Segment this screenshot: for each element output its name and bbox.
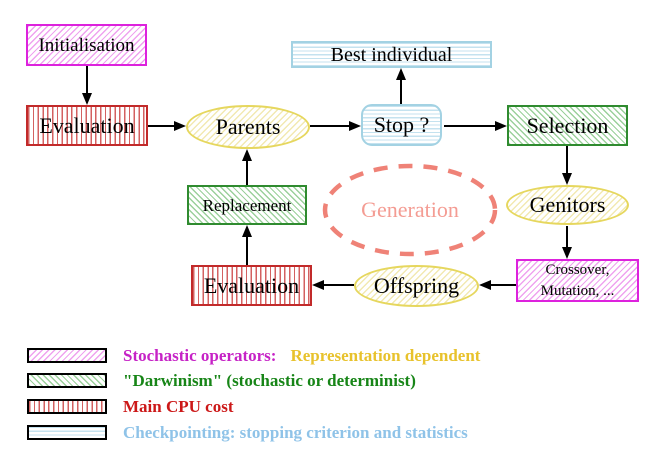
arrow-initialisation-evaluation-line — [86, 66, 88, 94]
crossover-line: Crossover, — [545, 262, 610, 279]
node-selection-label: Selection — [526, 112, 609, 138]
node-best-individual-label: Best individual — [330, 43, 453, 66]
arrow-parents-stop-line — [310, 125, 351, 127]
arrow-initialisation-evaluation-head — [82, 93, 92, 105]
arrow-crossover-offspring-head — [479, 280, 491, 290]
node-crossover-mutation-label: Crossover, Mutation, ... — [541, 260, 615, 301]
node-evaluation-top: Evaluation — [26, 105, 148, 146]
generation-dashed-ellipse-icon — [322, 163, 498, 257]
node-crossover-mutation: Crossover, Mutation, ... — [516, 259, 639, 302]
node-replacement-label: Replacement — [202, 195, 292, 215]
node-genitors: Genitors — [506, 185, 629, 225]
node-parents-label: Parents — [215, 114, 281, 139]
arrow-genitors-crossover-line — [566, 226, 568, 248]
node-best-individual: Best individual — [291, 41, 492, 68]
arrow-selection-genitors-head — [562, 173, 572, 185]
arrow-stop-best-individual-line — [400, 80, 402, 104]
legend-label-darwinism: "Darwinism" (stochastic or determinist) — [123, 370, 416, 390]
arrow-parents-stop-head — [349, 121, 361, 131]
node-parents: Parents — [186, 105, 310, 149]
node-initialisation: Initialisation — [26, 24, 147, 66]
node-initialisation-label: Initialisation — [38, 34, 135, 56]
mutation-line: Mutation, ... — [540, 282, 615, 299]
arrow-evaluation-parents-head — [174, 121, 186, 131]
legend-item-checkpointing: Checkpointing: stopping criterion and st… — [27, 423, 468, 441]
arrow-stop-selection-head — [495, 121, 507, 131]
node-selection: Selection — [507, 105, 628, 146]
legend-swatch-magenta-hatch — [27, 347, 107, 363]
arrow-stop-selection-line — [444, 125, 496, 127]
legend-swatch-cyan-stripes — [27, 424, 107, 440]
arrow-evaluation-parents-line — [148, 125, 176, 127]
legend-item-darwinism: "Darwinism" (stochastic or determinist) — [27, 371, 416, 389]
arrow-evaluation-replacement-line — [246, 237, 248, 265]
arrow-stop-best-individual-head — [396, 68, 406, 80]
arrow-replacement-parents-line — [246, 161, 248, 185]
legend-item-main-cpu-cost: Main CPU cost — [27, 397, 233, 415]
node-replacement: Replacement — [187, 185, 307, 225]
node-stop: Stop ? — [361, 104, 442, 146]
arrow-evaluation-replacement-head — [242, 225, 252, 237]
arrow-genitors-crossover-head — [562, 247, 572, 259]
node-genitors-label: Genitors — [529, 192, 606, 217]
node-offspring: Offspring — [354, 265, 479, 307]
arrow-selection-genitors-line — [566, 146, 568, 174]
node-stop-label: Stop ? — [373, 112, 430, 137]
legend-label-main-cpu-cost: Main CPU cost — [123, 396, 234, 416]
legend-item-stochastic-operators: Stochastic operators: Representation dep… — [27, 346, 480, 364]
arrow-replacement-parents-head — [242, 149, 252, 161]
legend-swatch-green-hatch — [27, 372, 107, 388]
node-evaluation-top-label: Evaluation — [39, 112, 135, 138]
legend-swatch-red-stripes — [27, 398, 107, 414]
node-evaluation-bottom: Evaluation — [191, 265, 312, 306]
arrow-crossover-offspring-line — [491, 284, 516, 286]
arrow-offspring-evaluation-head — [312, 280, 324, 290]
legend-label-stochastic-operators: Stochastic operators: — [123, 345, 277, 365]
arrow-offspring-evaluation-line — [324, 284, 354, 286]
node-evaluation-bottom-label: Evaluation — [203, 272, 300, 298]
node-generation: Generation — [321, 161, 499, 259]
node-offspring-label: Offspring — [373, 273, 460, 298]
legend-label-checkpointing: Checkpointing: stopping criterion and st… — [123, 422, 468, 442]
legend-label-representation-dependent: Representation dependent — [290, 345, 481, 365]
node-generation-label: Generation — [361, 197, 459, 222]
